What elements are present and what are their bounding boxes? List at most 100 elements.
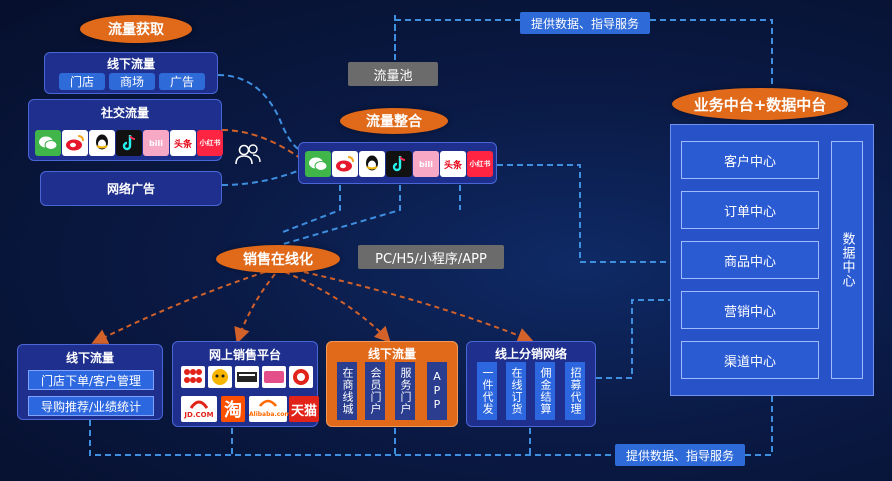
traffic-pool-tag: 流量池: [348, 62, 438, 86]
connector-platform-to-distribution: [596, 299, 670, 379]
dropship-column[interactable]: 一件代发: [477, 362, 497, 420]
connector-ads-to-integrate: [221, 169, 301, 186]
social-traffic-box: 社交流量 bili 头条 小红书: [28, 99, 223, 161]
qq-icon: [89, 130, 115, 156]
offline-traffic-title: 线下流量: [106, 57, 155, 71]
social-icon-row: bili 头条 小红书: [35, 130, 223, 158]
member-portal-label: 会员门户: [369, 367, 382, 415]
connector-integrate-to-sales: [279, 185, 461, 246]
online-sales-platform-title: 网上销售平台: [208, 348, 281, 362]
traffic-pool-label: 流量池: [373, 68, 413, 84]
customer-center-label: 客户中心: [723, 154, 776, 170]
middle-platform-box: 客户中心 订单中心 商品中心 营销中心 渠道中心 数据中心: [670, 124, 874, 396]
taobao-logo: 淘: [221, 396, 245, 422]
network-ads-label: 网络广告: [106, 182, 155, 196]
mogujie-icon: [262, 366, 286, 388]
marketing-center-label: 营销中心: [723, 304, 776, 320]
guide-recommend-button[interactable]: 导购推荐/业绩统计: [28, 396, 154, 416]
arrow-sales-to-box2: [234, 273, 276, 344]
wechat-icon: [305, 151, 331, 177]
guide-recommend-label: 导购推荐/业绩统计: [40, 399, 142, 414]
data-center[interactable]: 数据中心: [831, 141, 863, 379]
pinduoduo-icon: [181, 366, 205, 388]
bottom-offline-orange-title: 线下流量: [367, 347, 416, 361]
tmall-logo: 天猫: [289, 396, 319, 422]
store-label: 门店: [69, 75, 94, 89]
online-distribution-box: 线上分销网络 一件代发 在线订货 佣金结算 招募代理: [466, 341, 596, 427]
xiaohongshu-text: 小红书: [199, 139, 221, 147]
sales-online-pill: 销售在线化: [216, 245, 340, 273]
connector-integrate-to-platform: [497, 164, 670, 263]
connector-offline-to-integrate: [217, 74, 301, 151]
douyin-icon: [386, 151, 412, 177]
data-center-label: 数据中心: [839, 232, 855, 288]
people-group-icon: [234, 142, 262, 166]
online-order-label: 在线订货: [510, 367, 523, 415]
qq-icon: [359, 151, 385, 177]
online-order-column[interactable]: 在线订货: [506, 362, 526, 420]
vip-icon: [235, 366, 259, 388]
online-sales-platform-box: 网上销售平台 JD.COM 淘 Ali: [172, 341, 319, 427]
wechat-icon: [35, 130, 61, 156]
meituan-icon: [208, 366, 232, 388]
member-portal-column[interactable]: 会员门户: [365, 362, 385, 420]
online-distribution-title: 线上分销网络: [494, 347, 567, 361]
online-mall-label: 在商线城: [341, 367, 354, 415]
toutiao-icon: 头条: [170, 130, 196, 156]
online-mall-column[interactable]: 在商线城: [337, 362, 357, 420]
bottom-offline-orange-box: 线下流量 在商线城 会员门户 服务门户 APP: [326, 341, 458, 427]
ads-label: 广告: [169, 75, 194, 89]
recruit-agent-label: 招募代理: [569, 367, 582, 415]
bilibili-text: bili: [149, 138, 163, 148]
weibo-icon: [332, 151, 358, 177]
store-tag[interactable]: 门店: [59, 73, 105, 90]
bottom-offline-box: 线下流量 门店下单/客户管理 导购推荐/业绩统计: [17, 344, 163, 420]
mall-label: 商场: [119, 75, 144, 89]
ads-tag[interactable]: 广告: [159, 73, 205, 90]
traffic-integrate-label: 流量整合: [366, 114, 422, 130]
kaola-icon: [289, 366, 313, 388]
marketing-center[interactable]: 营销中心: [681, 291, 819, 329]
alibaba-logo: Alibaba.com: [249, 396, 291, 422]
offline-traffic-box: 线下流量 门店 商场 广告: [44, 52, 218, 94]
traffic-acquire-pill: 流量获取: [80, 15, 192, 43]
arrow-sales-to-box1: [91, 271, 266, 344]
middle-platform-pill: 业务中台+数据中台: [672, 88, 848, 120]
tmall-logo-text: 天猫: [290, 403, 317, 419]
commission-label: 佣金结算: [539, 367, 552, 415]
toutiao-icon: 头条: [440, 151, 466, 177]
taobao-logo-text: 淘: [224, 400, 242, 421]
recruit-agent-column[interactable]: 招募代理: [565, 362, 585, 420]
integrated-channel-box: bili 头条 小红书: [298, 142, 497, 184]
xiaohongshu-icon: 小红书: [197, 130, 223, 156]
commission-column[interactable]: 佣金结算: [535, 362, 555, 420]
douyin-icon: [116, 130, 142, 156]
provide-data-top-label: 提供数据、指导服务: [530, 16, 639, 31]
social-traffic-title: 社交流量: [100, 106, 149, 120]
store-order-button[interactable]: 门店下单/客户管理: [28, 370, 154, 390]
sales-online-label: 销售在线化: [243, 252, 313, 268]
integrated-icon-row: bili 头条 小红书: [305, 151, 495, 179]
store-order-label: 门店下单/客户管理: [40, 373, 142, 388]
traffic-acquire-label: 流量获取: [108, 22, 164, 38]
app-label: APP: [430, 370, 444, 412]
weibo-icon: [62, 130, 88, 156]
service-portal-column[interactable]: 服务门户: [395, 362, 415, 420]
customer-center[interactable]: 客户中心: [681, 141, 819, 179]
middle-platform-label: 业务中台+数据中台: [693, 95, 827, 114]
provide-data-bottom-tag: 提供数据、指导服务: [615, 444, 745, 466]
dropship-label: 一件代发: [481, 367, 494, 415]
xiaohongshu-text: 小红书: [469, 160, 491, 168]
network-ads-box[interactable]: 网络广告: [40, 171, 222, 206]
order-center[interactable]: 订单中心: [681, 191, 819, 229]
toutiao-text: 头条: [443, 160, 462, 171]
mall-tag[interactable]: 商场: [109, 73, 155, 90]
product-center[interactable]: 商品中心: [681, 241, 819, 279]
channel-center-label: 渠道中心: [723, 354, 776, 370]
toutiao-text: 头条: [173, 139, 192, 150]
provide-data-top-tag: 提供数据、指导服务: [520, 12, 650, 34]
connector-bottom-drops: [231, 428, 531, 455]
app-column[interactable]: APP: [427, 362, 447, 420]
channel-center[interactable]: 渠道中心: [681, 341, 819, 379]
